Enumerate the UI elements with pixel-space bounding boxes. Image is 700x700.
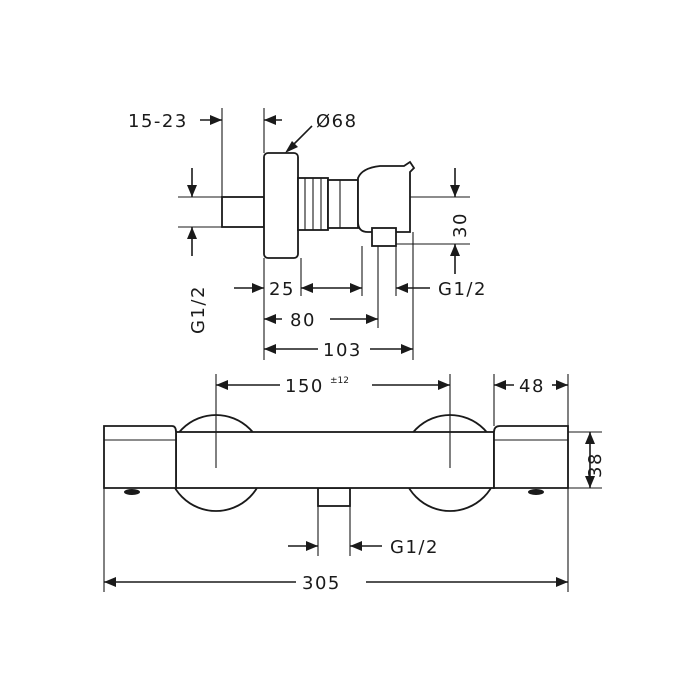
dim-150-tolerance: ±12 <box>330 376 349 386</box>
dim-25-label: 25 <box>269 279 295 300</box>
arrow-head <box>306 541 318 551</box>
arrow-head <box>264 344 276 354</box>
arrow-head <box>556 577 568 587</box>
dim-48-label: 48 <box>519 376 545 397</box>
arrow-head <box>104 577 116 587</box>
arrow-head <box>216 380 228 390</box>
bottom-outlet-stub <box>317 487 351 507</box>
arrow-head <box>350 541 362 551</box>
dim-30-label: 30 <box>450 212 471 238</box>
right-foot <box>528 489 544 495</box>
arrow-head <box>396 283 408 293</box>
arrow-head <box>494 380 506 390</box>
dim-38-label: 38 <box>585 452 606 478</box>
arrow-head <box>187 185 197 197</box>
dim-15-23-label: 15-23 <box>128 111 188 132</box>
handle-head <box>357 160 416 233</box>
dim-80-label: 80 <box>290 310 316 331</box>
arrow-head <box>585 432 595 444</box>
dim-g12-bottom-label: G1/2 <box>390 537 439 558</box>
arrow-head <box>264 115 276 125</box>
dim-g12-inlet-label: G1/2 <box>188 285 209 334</box>
arrow-head <box>450 244 460 256</box>
arrow-head <box>438 380 450 390</box>
left-foot <box>124 489 140 495</box>
dim-dia68-label: Ø68 <box>316 111 358 132</box>
dim-305-label: 305 <box>302 573 341 594</box>
arrow-head <box>450 185 460 197</box>
dim-g12-outlet-label: G1/2 <box>438 279 487 300</box>
side-view: 15-23 Ø68 G1/2 30 25 <box>128 108 487 361</box>
right-handle <box>493 425 569 489</box>
valve-body <box>327 179 359 229</box>
front-view: 150 ±12 48 38 G1/2 305 <box>103 374 606 594</box>
arrow-head <box>350 283 362 293</box>
left-handle <box>103 425 177 489</box>
arrow-head <box>252 283 264 293</box>
arrow-head <box>366 314 378 324</box>
arrow-head <box>301 283 313 293</box>
bottom-outlet <box>371 227 397 247</box>
arrow-head <box>556 380 568 390</box>
dim-103-label: 103 <box>323 340 362 361</box>
arrow-head <box>210 115 222 125</box>
arrow-head <box>585 476 595 488</box>
arrow-head <box>264 314 276 324</box>
wall-connector <box>221 196 265 228</box>
arrow-head <box>401 344 413 354</box>
thermostat-body <box>175 431 495 489</box>
rosette <box>263 152 299 259</box>
arrow-head <box>187 227 197 239</box>
dim-150-label: 150 <box>285 376 324 397</box>
arrow-head <box>285 141 298 153</box>
